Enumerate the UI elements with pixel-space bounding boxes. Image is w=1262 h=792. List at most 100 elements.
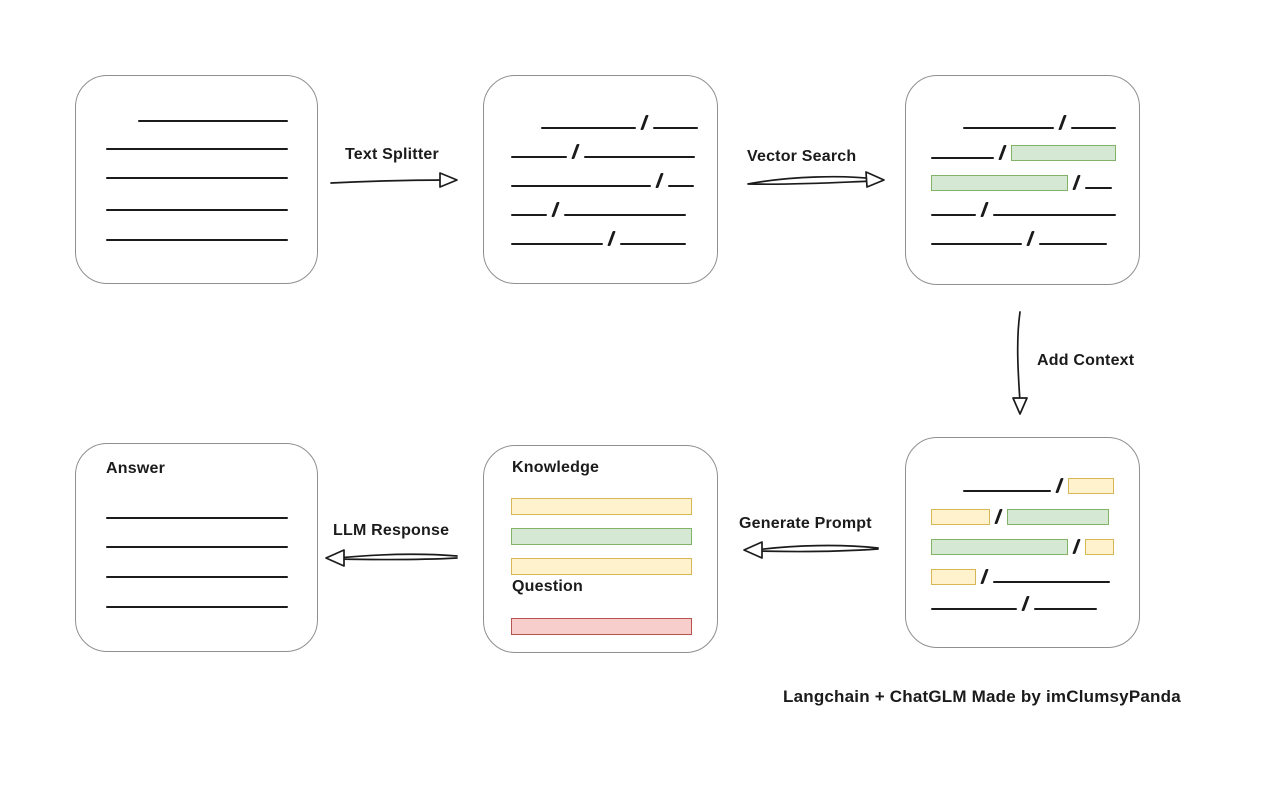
chunk-row	[511, 549, 692, 575]
slash-separator	[1026, 231, 1035, 246]
text-line	[511, 243, 603, 245]
text-line	[653, 127, 698, 129]
text-line	[1071, 127, 1116, 129]
text-line	[138, 120, 288, 122]
text-line	[106, 576, 288, 578]
answer-label: Answer	[106, 460, 165, 477]
chunk-row	[106, 155, 288, 179]
green-chunk	[1007, 509, 1109, 525]
text-line	[511, 185, 651, 187]
text-line	[106, 239, 288, 241]
slash-separator	[994, 509, 1003, 524]
text-line	[931, 243, 1022, 245]
text-line	[106, 148, 288, 150]
text-splitter-arrow	[330, 172, 458, 188]
text-line	[106, 546, 288, 548]
slash-separator	[571, 144, 580, 159]
text-line	[1034, 608, 1097, 610]
llm-response-arrow	[325, 549, 458, 567]
add-context-label: Add Context	[1037, 352, 1135, 369]
generate-prompt-label: Generate Prompt	[739, 515, 872, 532]
text-line	[106, 209, 288, 211]
slash-separator	[980, 569, 989, 584]
add-context-arrow	[1012, 311, 1028, 415]
chunk-row	[931, 221, 1107, 246]
slash-separator	[607, 231, 616, 246]
text-line	[963, 490, 1051, 492]
indent-gap	[106, 121, 138, 122]
text-line	[584, 156, 695, 158]
slash-separator	[640, 115, 649, 130]
chunk-row	[931, 192, 1116, 217]
red-chunk	[511, 618, 692, 635]
llm-response-label: LLM Response	[333, 522, 450, 539]
chunk-row	[931, 135, 1116, 161]
text-line	[511, 214, 547, 216]
yellow-chunk	[931, 509, 990, 525]
chunk-row	[511, 192, 686, 217]
yellow-chunk	[511, 498, 692, 515]
text-line	[931, 214, 976, 216]
text-line	[931, 157, 994, 159]
chunk-row	[931, 165, 1112, 191]
text-line	[668, 185, 694, 187]
prompt-box: Knowledge Question	[483, 445, 718, 653]
knowledge-label: Knowledge	[512, 459, 600, 476]
slash-separator	[1058, 115, 1067, 130]
chunk-row	[106, 98, 288, 122]
chunk-row	[511, 609, 692, 635]
yellow-chunk	[1068, 478, 1114, 494]
diagram-caption: Langchain + ChatGLM Made by imClumsyPand…	[783, 687, 1181, 706]
text-line	[564, 214, 686, 216]
indent-gap	[931, 491, 963, 492]
chunk-row	[106, 217, 288, 241]
slash-separator	[1055, 478, 1064, 493]
answer-box: Answer	[75, 443, 318, 652]
slash-separator	[1072, 175, 1081, 190]
vector-search-result-box	[905, 75, 1140, 285]
chunk-row	[511, 221, 686, 246]
context-chunks-box	[905, 437, 1140, 648]
slash-separator	[1072, 539, 1081, 554]
text-line	[1039, 243, 1107, 245]
slash-separator	[998, 145, 1007, 160]
text-line	[106, 606, 288, 608]
slash-separator	[1021, 596, 1030, 611]
slash-separator	[980, 202, 989, 217]
text-splitter-label: Text Splitter	[345, 146, 439, 163]
text-line	[993, 581, 1110, 583]
green-chunk	[1011, 145, 1116, 161]
text-line	[511, 156, 567, 158]
chunk-row	[511, 163, 694, 188]
document-box	[75, 75, 318, 284]
text-line	[993, 214, 1116, 216]
vector-search-label: Vector Search	[747, 148, 857, 165]
chunk-row	[106, 495, 288, 519]
chunk-row	[511, 105, 698, 130]
yellow-chunk	[511, 558, 692, 575]
chunk-row	[511, 519, 692, 545]
text-line	[963, 127, 1054, 129]
chunk-row	[106, 584, 288, 608]
chunk-row	[931, 559, 1110, 585]
slash-separator	[551, 202, 560, 217]
text-line	[1085, 187, 1112, 189]
chunk-row	[931, 468, 1114, 494]
indent-gap	[511, 128, 541, 129]
chunk-row	[931, 529, 1114, 555]
green-chunk	[931, 175, 1068, 191]
yellow-chunk	[931, 569, 976, 585]
chunk-row	[511, 134, 695, 159]
question-label: Question	[512, 578, 583, 595]
indent-gap	[931, 128, 963, 129]
chunk-row	[106, 126, 288, 150]
chunk-row	[931, 105, 1116, 130]
chunk-row	[106, 187, 288, 211]
vector-search-arrow	[747, 171, 885, 188]
generate-prompt-arrow	[743, 541, 879, 559]
chunk-row	[931, 499, 1109, 525]
green-chunk	[931, 539, 1068, 555]
split-chunks-box	[483, 75, 718, 284]
slash-separator	[655, 173, 664, 188]
